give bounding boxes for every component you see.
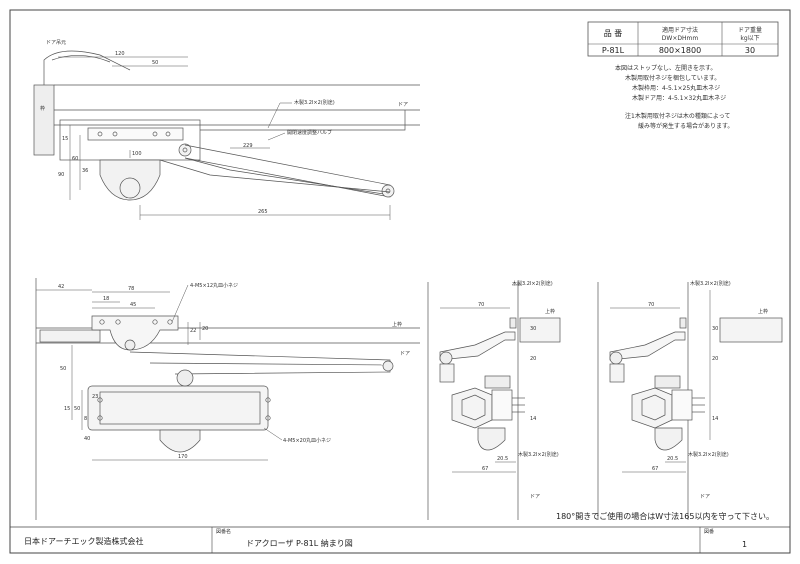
- dim-229: 229: [243, 143, 253, 149]
- label-frame: 枠: [40, 105, 45, 112]
- dim: 40: [84, 436, 90, 442]
- company-name: 日本ドアーチエック製造株式会社: [24, 536, 144, 546]
- front-view-labels: 4-M5×12丸皿小ネジ 4-M5×20丸皿小ネジ 上枠 ドア 42 78 18…: [58, 282, 410, 460]
- label-holes-bottom: 4-M5×20丸皿小ネジ: [283, 437, 331, 444]
- dim: 30: [712, 326, 718, 332]
- note-line: 本図はストップなし、左開きを示す。: [615, 64, 716, 72]
- dim: 78: [128, 286, 134, 292]
- drawing-name: ドアクローザ P-81L 納まり図: [246, 538, 353, 548]
- dim: 70: [478, 302, 484, 308]
- label-screw-bottom: 木製3.2Ⅰ×2(別途): [518, 451, 559, 458]
- title-block: 日本ドアーチエック製造株式会社 図番名 ドアクローザ P-81L 納まり図 図番…: [10, 526, 790, 553]
- note-line: 木製枠用：4-5.1×25丸皿木ネジ: [632, 84, 720, 92]
- spec-door-size: 800×1800: [659, 46, 701, 55]
- dim: 14: [530, 416, 536, 422]
- footer-note: 180°開きでご使用の場合はW寸法165以内を守って下さい。: [556, 511, 774, 521]
- note-line: 木製用取付ネジを梱包しています。: [625, 74, 720, 82]
- label-door: ドア: [400, 351, 410, 357]
- dim: 15: [64, 406, 70, 412]
- note-line: 注1木製用取付ネジは木の種類によって: [625, 112, 730, 120]
- label-upper: 上枠: [545, 308, 555, 315]
- top-view: [33, 50, 420, 220]
- page-number: 1: [742, 540, 747, 549]
- note-line: 緩み等が発生する場合があります。: [638, 122, 733, 130]
- spec-table: 品 番 適用ドア寸法 DW×DHmm ドア重量 kg以下 P-81L 800×1…: [587, 21, 779, 57]
- side-view-1: [427, 282, 561, 520]
- spec-header-size-unit: DW×DHmm: [662, 35, 699, 42]
- dim-36: 36: [82, 168, 88, 174]
- label-screw: 木製3.2Ⅰ×2(別途): [690, 280, 731, 287]
- dim-265: 265: [258, 209, 268, 215]
- label-door: ドア: [530, 494, 540, 500]
- page-label: 図番: [704, 528, 714, 535]
- dim: 67: [482, 466, 488, 472]
- dim: 70: [648, 302, 654, 308]
- label-screw-bottom: 木製3.2Ⅰ×2(別途): [688, 451, 729, 458]
- dim: 42: [58, 284, 64, 290]
- top-view-labels: ドア吊元 枠 ドア 木製3.2Ⅰ×2(別途) 開閉速度調整バルブ 120 50 …: [40, 40, 408, 215]
- label-screw: 木製3.2Ⅰ×2(別途): [512, 280, 553, 287]
- dim: 20: [202, 326, 208, 332]
- dim: 8: [84, 416, 87, 422]
- label-door: ドア: [398, 102, 408, 108]
- spec-door-weight: 30: [745, 46, 755, 55]
- dim: 50: [74, 406, 80, 412]
- dim: 23: [92, 394, 98, 400]
- spec-header-weight: ドア重量: [738, 26, 762, 34]
- dim: 22: [190, 328, 196, 334]
- front-view: [35, 278, 420, 520]
- spec-header-weight-unit: kg以下: [740, 35, 759, 42]
- side-view-2-labels: 木製3.2Ⅰ×2(別途) 木製3.2Ⅰ×2(別途) 上枠 ドア 70 67 20…: [648, 280, 768, 500]
- dim-90: 90: [58, 172, 64, 178]
- label-door-frame: ドア吊元: [46, 40, 66, 46]
- dim: 50: [60, 366, 66, 372]
- dim-15: 15: [62, 136, 68, 142]
- label-door: ドア: [700, 494, 710, 500]
- notes: 本図はストップなし、左開きを示す。 木製用取付ネジを梱包しています。 木製枠用：…: [615, 64, 733, 130]
- side-view-1-labels: 木製3.2Ⅰ×2(別途) 木製3.2Ⅰ×2(別途) 上枠 ドア 70 67 20…: [478, 280, 559, 500]
- dim-120: 120: [115, 51, 125, 57]
- spec-header-part: 品 番: [604, 28, 623, 38]
- sheet-border: [9, 9, 791, 554]
- dim-60: 60: [72, 156, 78, 162]
- dim: 20: [712, 356, 718, 362]
- spec-part-number: P-81L: [602, 46, 625, 55]
- label-upper: 上枠: [758, 308, 768, 315]
- dim-50: 50: [152, 60, 158, 66]
- dim: 67: [652, 466, 658, 472]
- dim: 20.5: [497, 456, 508, 462]
- label-valve-note: 開閉速度調整バルブ: [287, 129, 332, 136]
- side-view-2: [597, 282, 783, 520]
- note-line: 木製ドア用：4-5.1×32丸皿木ネジ: [632, 94, 726, 102]
- dim: 14: [712, 416, 718, 422]
- label-screw-note: 木製3.2Ⅰ×2(別途): [294, 99, 335, 106]
- spec-header-size: 適用ドア寸法: [662, 26, 698, 34]
- dim: 30: [530, 326, 536, 332]
- dim: 45: [130, 302, 136, 308]
- dim: 170: [178, 454, 188, 460]
- dim: 18: [103, 296, 109, 302]
- drawing-name-label: 図番名: [216, 528, 231, 535]
- dim: 20.5: [667, 456, 678, 462]
- label-holes-top: 4-M5×12丸皿小ネジ: [190, 282, 238, 289]
- dim: 20: [530, 356, 536, 362]
- dim-100: 100: [132, 151, 142, 157]
- label-upper-frame: 上枠: [392, 321, 402, 328]
